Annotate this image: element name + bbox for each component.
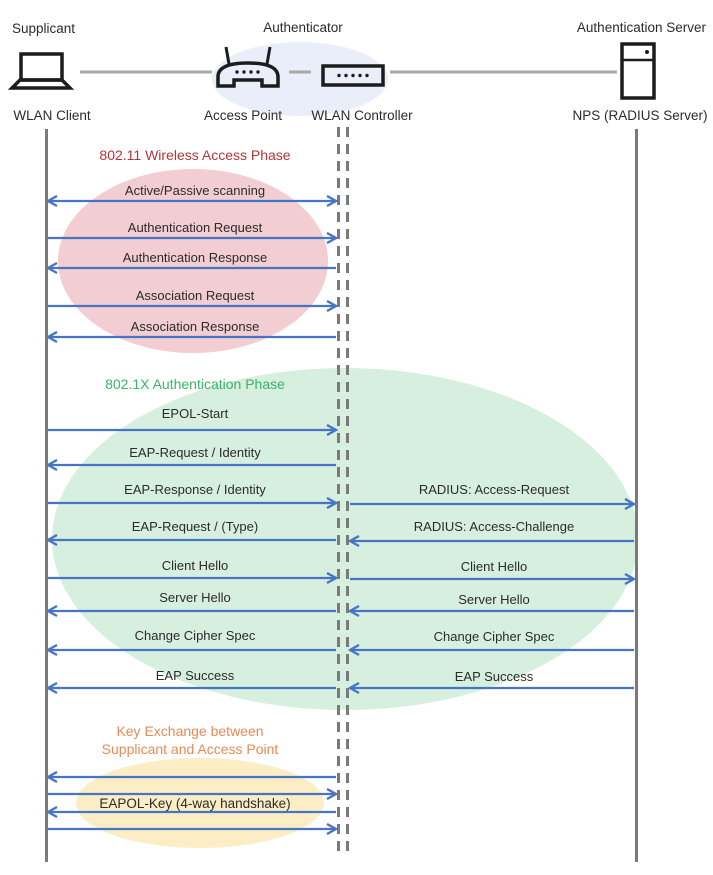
message-label: RADIUS: Access-Challenge: [413, 519, 575, 534]
role-label-authentication-server: Authentication Server: [576, 20, 706, 35]
message-label: EPOL-Start: [161, 406, 229, 421]
message-label: EAP Success: [454, 669, 534, 684]
role-label-supplicant: Supplicant: [12, 21, 76, 36]
phase2-ellipse: [52, 368, 638, 710]
access-point-icon: [216, 46, 280, 88]
message-label: Client Hello: [460, 559, 528, 574]
phase3-title-line1: Key Exchange between: [116, 723, 264, 739]
message-label: EAP-Response / Identity: [124, 482, 266, 497]
message-label: Authentication Response: [122, 250, 268, 265]
device-label-wlan-controller: WLAN Controller: [311, 108, 413, 123]
message-label: Association Request: [135, 288, 255, 303]
message-label: EAP-Request / Identity: [129, 445, 261, 460]
message-label-eapol-key: EAPOL-Key (4-way handshake): [99, 796, 291, 811]
device-label-access-point: Access Point: [203, 108, 283, 123]
device-label-wlan-client: WLAN Client: [13, 108, 91, 123]
server-icon: [620, 42, 656, 100]
message-label: Authentication Request: [127, 220, 263, 235]
phase1-title: 802.11 Wireless Access Phase: [99, 147, 291, 163]
role-label-authenticator: Authenticator: [263, 20, 343, 35]
authenticator-group-ellipse: [212, 42, 388, 116]
laptop-icon: [7, 52, 75, 90]
message-label: Server Hello: [159, 590, 231, 605]
wlan-controller-icon: [321, 64, 385, 87]
device-label-nps-radius-server: NPS (RADIUS Server): [572, 108, 708, 123]
message-label: Server Hello: [458, 592, 530, 607]
message-label: Change Cipher Spec: [433, 629, 555, 644]
message-label: EAP Success: [155, 668, 235, 683]
phase2-title: 802.1X Authentication Phase: [105, 376, 285, 392]
message-label: Client Hello: [161, 558, 229, 573]
message-label: Association Response: [130, 319, 260, 334]
phase3-title-line2: Supplicant and Access Point: [101, 741, 279, 757]
message-label: Active/Passive scanning: [124, 183, 266, 198]
message-label: Change Cipher Spec: [134, 628, 256, 643]
message-label: RADIUS: Access-Request: [418, 482, 570, 497]
phase3-ellipse: [76, 758, 324, 848]
message-label: EAP-Request / (Type): [131, 519, 259, 534]
